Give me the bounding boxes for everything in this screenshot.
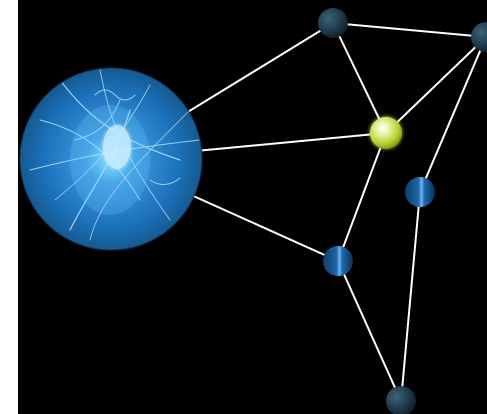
node-top bbox=[318, 8, 348, 38]
node-center-highlight bbox=[370, 117, 402, 149]
node-right-middle bbox=[405, 177, 435, 207]
node-lower-middle bbox=[323, 246, 353, 276]
hub-orb bbox=[20, 68, 202, 250]
